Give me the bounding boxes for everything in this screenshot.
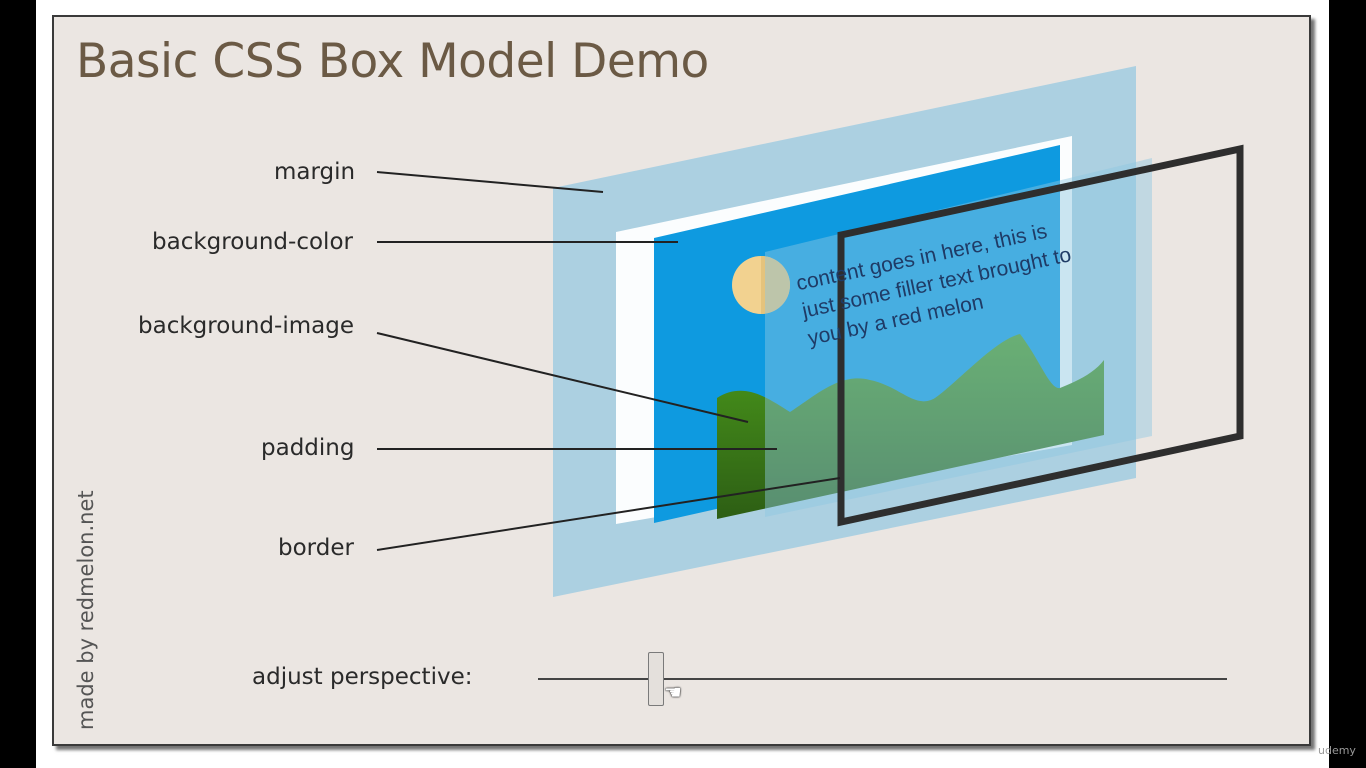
margin-leader-line (376, 171, 604, 193)
perspective-slider-thumb[interactable] (648, 652, 664, 706)
hand-cursor-icon: ☚ (664, 680, 682, 704)
background-image-leader-line (376, 332, 749, 423)
label-border: border (278, 535, 354, 561)
perspective-slider-label: adjust perspective: (252, 664, 473, 690)
label-background-image: background-image (138, 313, 354, 339)
page-title: Basic CSS Box Model Demo (76, 34, 709, 89)
perspective-slider-track[interactable] (538, 678, 1227, 680)
border-layer (837, 144, 1244, 527)
label-background-color: background-color (152, 229, 353, 255)
background-image-hills (717, 334, 1104, 519)
content-padding-layer (765, 158, 1152, 517)
border-leader-line (376, 477, 841, 551)
label-margin: margin (274, 159, 356, 185)
credit-text: made by redmelon.net (74, 490, 98, 730)
watermark: udemy (1318, 744, 1356, 757)
sun-shade (761, 256, 790, 314)
label-padding: padding (261, 435, 355, 461)
